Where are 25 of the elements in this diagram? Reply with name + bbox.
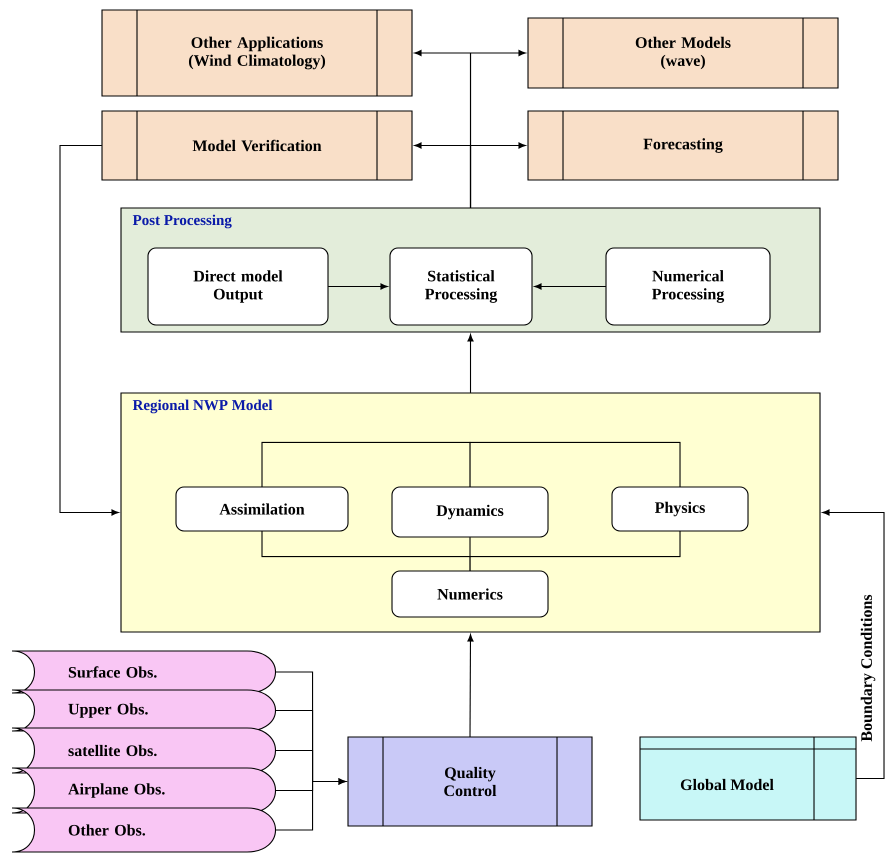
arrow [822, 509, 885, 780]
process-box: Other Applications (Wind Climatology) [101, 9, 413, 97]
rounded-box: Physics [611, 486, 749, 532]
connector-line [261, 442, 471, 486]
edge-label: Boundary Conditions [860, 594, 876, 742]
arrow [534, 283, 606, 290]
arrow [467, 334, 474, 392]
rounded-box: Direct model Output [147, 247, 329, 326]
process-box: Other Models (wave) [527, 17, 839, 89]
process-box: Forecasting [527, 110, 839, 181]
process-box: Model Verification [101, 110, 413, 181]
arrow [59, 144, 119, 516]
arrow [276, 778, 346, 831]
process-box: Quality Control [347, 736, 593, 827]
connector-line [469, 442, 681, 486]
rounded-box: Statistical Processing [389, 247, 533, 326]
rounded-box: Dynamics [391, 486, 549, 538]
global-model-box: Global Model [639, 736, 857, 821]
connector-line [469, 538, 471, 570]
arrow [470, 142, 526, 208]
rounded-box: Numerics [391, 570, 549, 618]
rounded-box: Numerical Processing [605, 247, 771, 326]
arrow [328, 283, 388, 290]
rounded-box: Assimilation [175, 486, 349, 532]
arrow [467, 634, 474, 736]
